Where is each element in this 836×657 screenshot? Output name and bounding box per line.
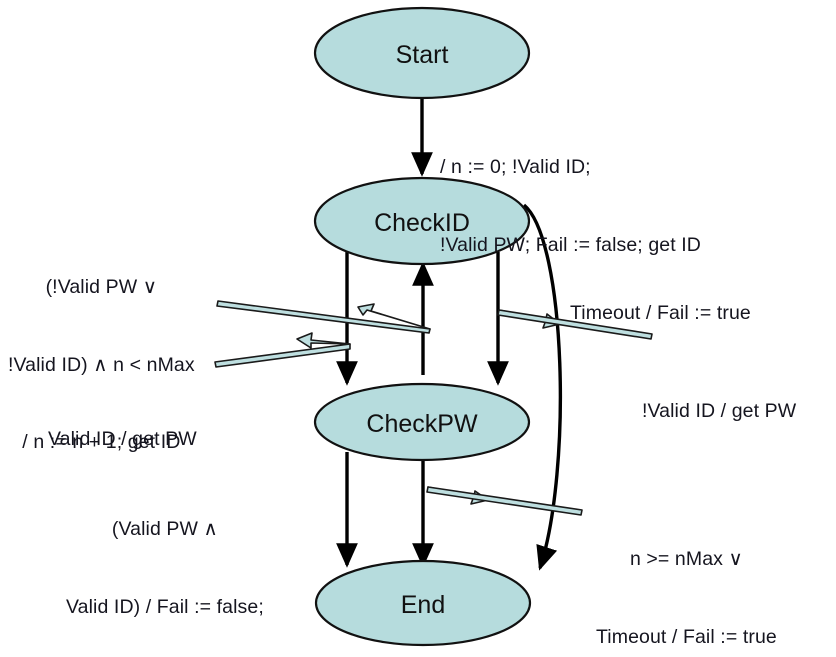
- edge-label-checkid-to-checkpw-valid: Valid ID / get PW: [48, 376, 197, 505]
- edge-checkid-to-end-timeout: [522, 203, 562, 571]
- edge-label-checkid-to-checkpw-invalid: !Valid ID / get PW: [642, 348, 796, 477]
- edge-label-line: !Valid PW; Fail := false; get ID: [440, 233, 701, 256]
- edge-label-line: !Valid ID) ∧ n < nMax: [8, 353, 195, 376]
- edge-label-line: Timeout / Fail := true: [596, 625, 777, 648]
- edge-label-checkpw-to-end-fail: n >= nMax ∨ Timeout / Fail := true: [596, 496, 777, 657]
- edge-label-checkpw-to-end-success: (Valid PW ∧ Valid ID) / Fail := false; L…: [66, 466, 264, 657]
- node-end-label: End: [401, 591, 445, 619]
- edge-label-checkpw-to-checkid-retry: (!Valid PW ∨ !Valid ID) ∧ n < nMax / n :…: [8, 224, 195, 507]
- edge-label-line: Timeout / Fail := true: [570, 302, 751, 325]
- callout-pointer-retry: [216, 300, 431, 334]
- node-checkpw-label: CheckPW: [366, 410, 478, 438]
- node-checkid-label: CheckID: [374, 209, 470, 237]
- edge-label-line: (Valid PW ∧: [111, 518, 218, 541]
- callout-pointer-fail: [426, 486, 583, 516]
- edge-label-line: Valid ID) / Fail := false;: [66, 595, 264, 618]
- edge-label-line: / n := 0; !Valid ID;: [440, 156, 591, 179]
- callout-pointer-invalid-id: [497, 309, 653, 340]
- node-checkpw[interactable]: CheckPW: [313, 382, 531, 462]
- node-checkpw-shape: [313, 382, 531, 462]
- node-end-shape: [314, 559, 532, 647]
- edge-label-line: / n := n + 1; get ID: [22, 430, 181, 453]
- edge-label-line: Valid ID / get PW: [48, 428, 197, 451]
- edge-label-start-to-checkid: / n := 0; !Valid ID; !Valid PW; Fail := …: [440, 104, 701, 310]
- node-start[interactable]: Start: [313, 6, 531, 100]
- node-checkid[interactable]: CheckID: [313, 176, 531, 266]
- edge-label-line: (!Valid PW ∨: [45, 276, 158, 299]
- edge-label-line: n >= nMax ∨: [629, 548, 743, 571]
- node-start-label: Start: [396, 41, 449, 69]
- node-start-shape: [313, 6, 531, 100]
- edge-label-checkid-to-end-timeout: Timeout / Fail := true: [570, 250, 751, 379]
- edge-label-line: !Valid ID / get PW: [642, 400, 797, 423]
- node-checkid-shape: [313, 176, 531, 266]
- callout-pointer-valid-id: [214, 332, 351, 368]
- node-end[interactable]: End: [314, 559, 532, 647]
